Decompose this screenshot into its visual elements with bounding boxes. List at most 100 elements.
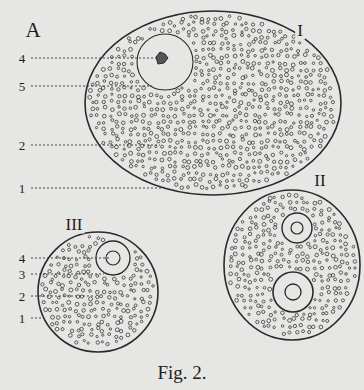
granule	[143, 133, 146, 136]
granule	[63, 320, 66, 323]
granule	[253, 119, 256, 122]
granule	[286, 54, 289, 57]
granule	[127, 70, 130, 73]
granule	[240, 48, 243, 51]
granule	[260, 267, 263, 270]
granule	[129, 164, 132, 167]
granule	[205, 63, 208, 66]
granule	[148, 121, 152, 125]
granule	[220, 56, 224, 60]
granule	[322, 312, 325, 315]
granule	[266, 139, 270, 143]
granule	[89, 275, 92, 278]
granule	[241, 82, 243, 84]
granule	[269, 233, 272, 236]
granule	[238, 16, 242, 20]
granule	[127, 37, 130, 40]
granule	[248, 232, 251, 235]
granule	[319, 103, 322, 106]
granule	[51, 278, 54, 281]
granule	[238, 179, 241, 182]
granule	[116, 47, 120, 51]
granule	[137, 147, 141, 151]
granule	[333, 213, 335, 215]
granule	[96, 295, 99, 298]
granule	[318, 200, 322, 204]
granule	[330, 108, 333, 111]
granule	[262, 222, 266, 226]
granule	[319, 249, 322, 252]
granule	[214, 76, 218, 80]
granule	[327, 300, 329, 302]
granule	[274, 311, 276, 313]
granule	[228, 159, 231, 162]
granule	[293, 94, 295, 96]
granule	[306, 49, 309, 52]
granule	[273, 160, 276, 163]
granule	[320, 275, 322, 277]
granule	[325, 247, 328, 250]
granule	[201, 73, 204, 76]
nucleolus	[156, 52, 168, 64]
granule	[290, 48, 292, 50]
granule	[180, 186, 184, 190]
granule	[61, 284, 65, 288]
granule	[274, 201, 276, 203]
granule	[162, 139, 165, 142]
granule	[244, 240, 247, 243]
nucleus	[273, 272, 313, 312]
granule	[323, 76, 326, 79]
granule	[252, 159, 255, 162]
granule	[321, 238, 325, 242]
granule	[295, 268, 298, 271]
granule	[229, 272, 233, 276]
granule	[289, 112, 292, 115]
granule	[115, 82, 118, 85]
granule	[253, 93, 257, 97]
granule	[248, 34, 251, 37]
granule	[235, 273, 238, 276]
granule	[318, 232, 322, 236]
granule	[54, 290, 58, 294]
granule	[266, 36, 269, 39]
granule	[244, 75, 247, 78]
granule	[68, 269, 71, 272]
granule	[70, 329, 73, 332]
granule	[262, 242, 265, 245]
granule	[202, 41, 206, 45]
granule	[134, 118, 138, 122]
granule	[262, 216, 266, 220]
granule	[162, 132, 165, 135]
granule	[144, 140, 147, 143]
granule	[258, 115, 261, 118]
granule	[106, 323, 109, 326]
granule	[233, 48, 236, 51]
granule	[161, 167, 164, 170]
granule	[102, 122, 104, 124]
granule	[188, 114, 191, 117]
granule	[265, 178, 269, 182]
granule	[234, 246, 237, 249]
granule	[259, 40, 262, 43]
granule	[137, 153, 140, 156]
granule	[194, 15, 198, 19]
granule	[56, 316, 60, 320]
granule	[319, 80, 323, 84]
granule	[340, 253, 343, 256]
granule	[321, 221, 324, 224]
granule	[200, 185, 204, 189]
granule	[269, 266, 272, 269]
granule	[241, 246, 244, 249]
granule	[207, 18, 210, 21]
granule	[215, 174, 217, 176]
granule	[221, 127, 225, 131]
callout-number: 5	[17, 79, 28, 94]
granule	[75, 259, 77, 261]
granule	[246, 161, 248, 163]
granule	[309, 134, 313, 138]
granule	[75, 263, 78, 266]
granule	[236, 265, 238, 267]
granule	[300, 161, 302, 163]
granule	[141, 263, 144, 266]
